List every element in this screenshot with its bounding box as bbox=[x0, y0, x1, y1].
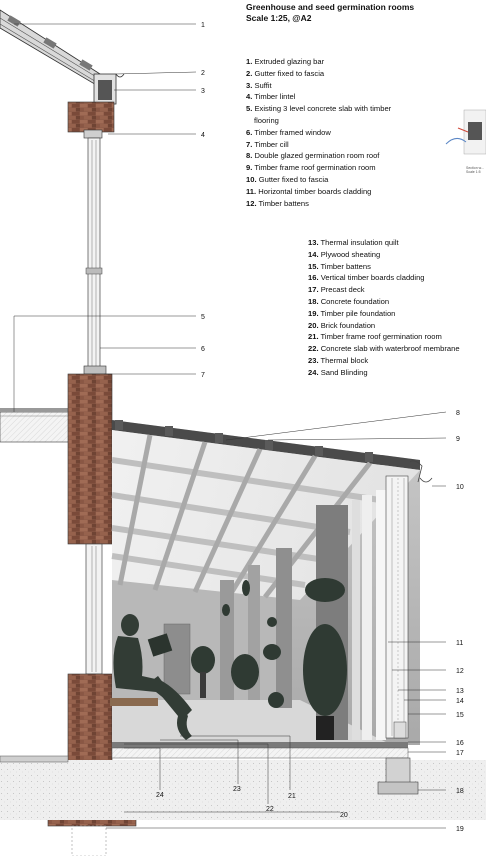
callout-10: 10 bbox=[456, 484, 464, 491]
legend-item: 6. Timber framed window bbox=[246, 127, 331, 137]
legend-item: 24. Sand Blinding bbox=[308, 367, 368, 377]
callout-18: 18 bbox=[456, 788, 464, 795]
existing-roof bbox=[0, 9, 125, 105]
brick-pier bbox=[67, 373, 113, 545]
legend-item: 8. Double glazed germination room roof bbox=[246, 151, 380, 161]
legend-item: 19. Timber pile foundation bbox=[308, 308, 396, 318]
legend-item: 4. Timber lintel bbox=[246, 92, 296, 102]
existing-concrete-slab bbox=[0, 408, 71, 443]
concrete-foundation bbox=[377, 757, 419, 795]
callout-21: 21 bbox=[288, 793, 296, 800]
legend-item: 11. Horizontal timber boards cladding bbox=[246, 186, 372, 196]
callout-4: 4 bbox=[201, 132, 205, 139]
legend-item: flooring bbox=[254, 115, 279, 125]
bench bbox=[110, 698, 158, 706]
callout-7: 7 bbox=[201, 372, 205, 379]
callout-23: 23 bbox=[233, 786, 241, 793]
legend-item: 14. Plywood sheating bbox=[308, 249, 381, 259]
legend-item: 17. Precast deck bbox=[308, 285, 365, 295]
legend-item: 10. Gutter fixed to fascia bbox=[246, 174, 329, 184]
callout-24: 24 bbox=[156, 792, 164, 799]
inset-caption: Section w... Scale 1:5 bbox=[466, 166, 484, 174]
plants bbox=[191, 578, 347, 740]
callout-5: 5 bbox=[201, 314, 205, 321]
double-glazed-roof bbox=[111, 420, 420, 600]
back-door bbox=[163, 623, 191, 695]
legend-item: 15. Timber battens bbox=[308, 261, 371, 271]
inset-detail-diagram bbox=[445, 109, 486, 155]
callout-14: 14 bbox=[456, 698, 464, 705]
callout-6: 6 bbox=[201, 346, 205, 353]
legend-item: 20. Brick foundation bbox=[308, 320, 376, 330]
right-wall-section bbox=[385, 460, 433, 739]
callout-16: 16 bbox=[456, 740, 464, 747]
callout-22: 22 bbox=[266, 806, 274, 813]
legend-item: 2. Gutter fixed to fascia bbox=[246, 68, 325, 78]
legend-item: 7. Timber cill bbox=[246, 139, 289, 149]
callout-1: 1 bbox=[201, 22, 205, 29]
callout-13: 13 bbox=[456, 688, 464, 695]
legend-item: 22. Concrete slab with waterbroof membra… bbox=[308, 344, 460, 354]
lower-window bbox=[85, 543, 103, 675]
legend-item: 1. Extruded glazing bar bbox=[246, 57, 325, 66]
legend-top: 1. Extruded glazing bar 2. Gutter fixed … bbox=[246, 56, 391, 209]
legend-item: 18. Concrete foundation bbox=[308, 296, 390, 306]
timber-framed-window bbox=[83, 137, 107, 375]
legend-item: 16. Vertical timber boards cladding bbox=[308, 273, 425, 283]
callout-19: 19 bbox=[456, 826, 464, 833]
legend-item: 13. Thermal insulation quilt bbox=[308, 238, 399, 247]
callout-2: 2 bbox=[201, 70, 205, 77]
callout-17: 17 bbox=[456, 750, 464, 757]
legend-item: 23. Thermal block bbox=[308, 355, 369, 365]
callout-15: 15 bbox=[456, 712, 464, 719]
callout-20: 20 bbox=[340, 812, 348, 819]
legend-item: 3. Suffit bbox=[246, 80, 272, 90]
precast-deck bbox=[111, 742, 409, 759]
legend-item: 12. Timber battens bbox=[246, 198, 309, 208]
legend-item: 21. Timber frame roof germination room bbox=[308, 332, 442, 342]
drawing-scale: Scale 1:25, @A2 bbox=[246, 13, 312, 23]
callout-9: 9 bbox=[456, 436, 460, 443]
callout-11: 11 bbox=[456, 640, 463, 647]
timber-lintel bbox=[83, 129, 103, 139]
seated-person-silhouette bbox=[113, 614, 192, 740]
callout-numbers: 1 2 3 4 5 6 7 8 9 10 11 12 13 14 15 16 1… bbox=[156, 22, 464, 833]
callout-8: 8 bbox=[456, 410, 460, 417]
callout-12: 12 bbox=[456, 668, 464, 675]
callout-3: 3 bbox=[201, 88, 205, 95]
legend-item: 9. Timber frame roof germination room bbox=[246, 163, 376, 173]
drawing-title: Greenhouse and seed germination rooms bbox=[246, 2, 415, 12]
legend-item: 5. Existing 3 level concrete slab with t… bbox=[246, 104, 392, 114]
legend-bottom: 13. Thermal insulation quilt 14. Plywood… bbox=[308, 237, 460, 379]
leader-lines bbox=[13, 23, 447, 829]
upper-brick-lintel bbox=[67, 101, 115, 133]
